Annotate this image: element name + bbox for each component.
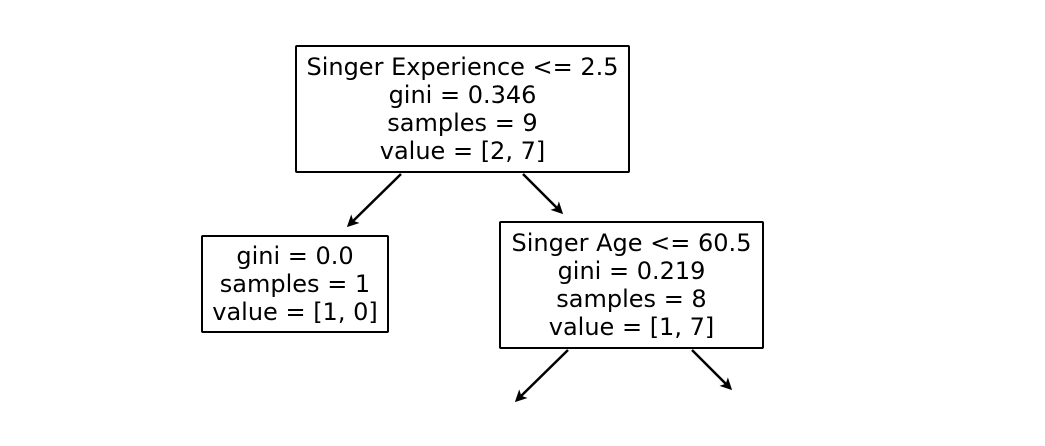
left-leaf-value: value = [1, 0]: [212, 298, 378, 326]
right-split-node: Singer Age <= 60.5 gini = 0.219 samples …: [499, 221, 764, 349]
left-leaf-node: gini = 0.0 samples = 1 value = [1, 0]: [201, 235, 389, 333]
right-node-value: value = [1, 7]: [548, 313, 715, 341]
right-node-samples: samples = 8: [556, 285, 707, 313]
edge-right-node-to-left-child: [514, 349, 569, 403]
edge-root-to-right-node: [522, 173, 564, 215]
left-leaf-samples: samples = 1: [219, 270, 371, 298]
right-node-condition: Singer Age <= 60.5: [511, 229, 752, 257]
edge-root-to-left-leaf: [346, 173, 402, 228]
root-node: Singer Experience <= 2.5 gini = 0.346 sa…: [295, 45, 630, 173]
root-gini: gini = 0.346: [388, 81, 537, 109]
right-node-gini: gini = 0.219: [557, 257, 706, 285]
left-leaf-gini: gini = 0.0: [236, 242, 354, 270]
root-samples: samples = 9: [387, 109, 538, 137]
edge-right-node-to-right-child: [691, 349, 733, 391]
root-value: value = [2, 7]: [379, 137, 546, 165]
root-condition: Singer Experience <= 2.5: [306, 53, 619, 81]
